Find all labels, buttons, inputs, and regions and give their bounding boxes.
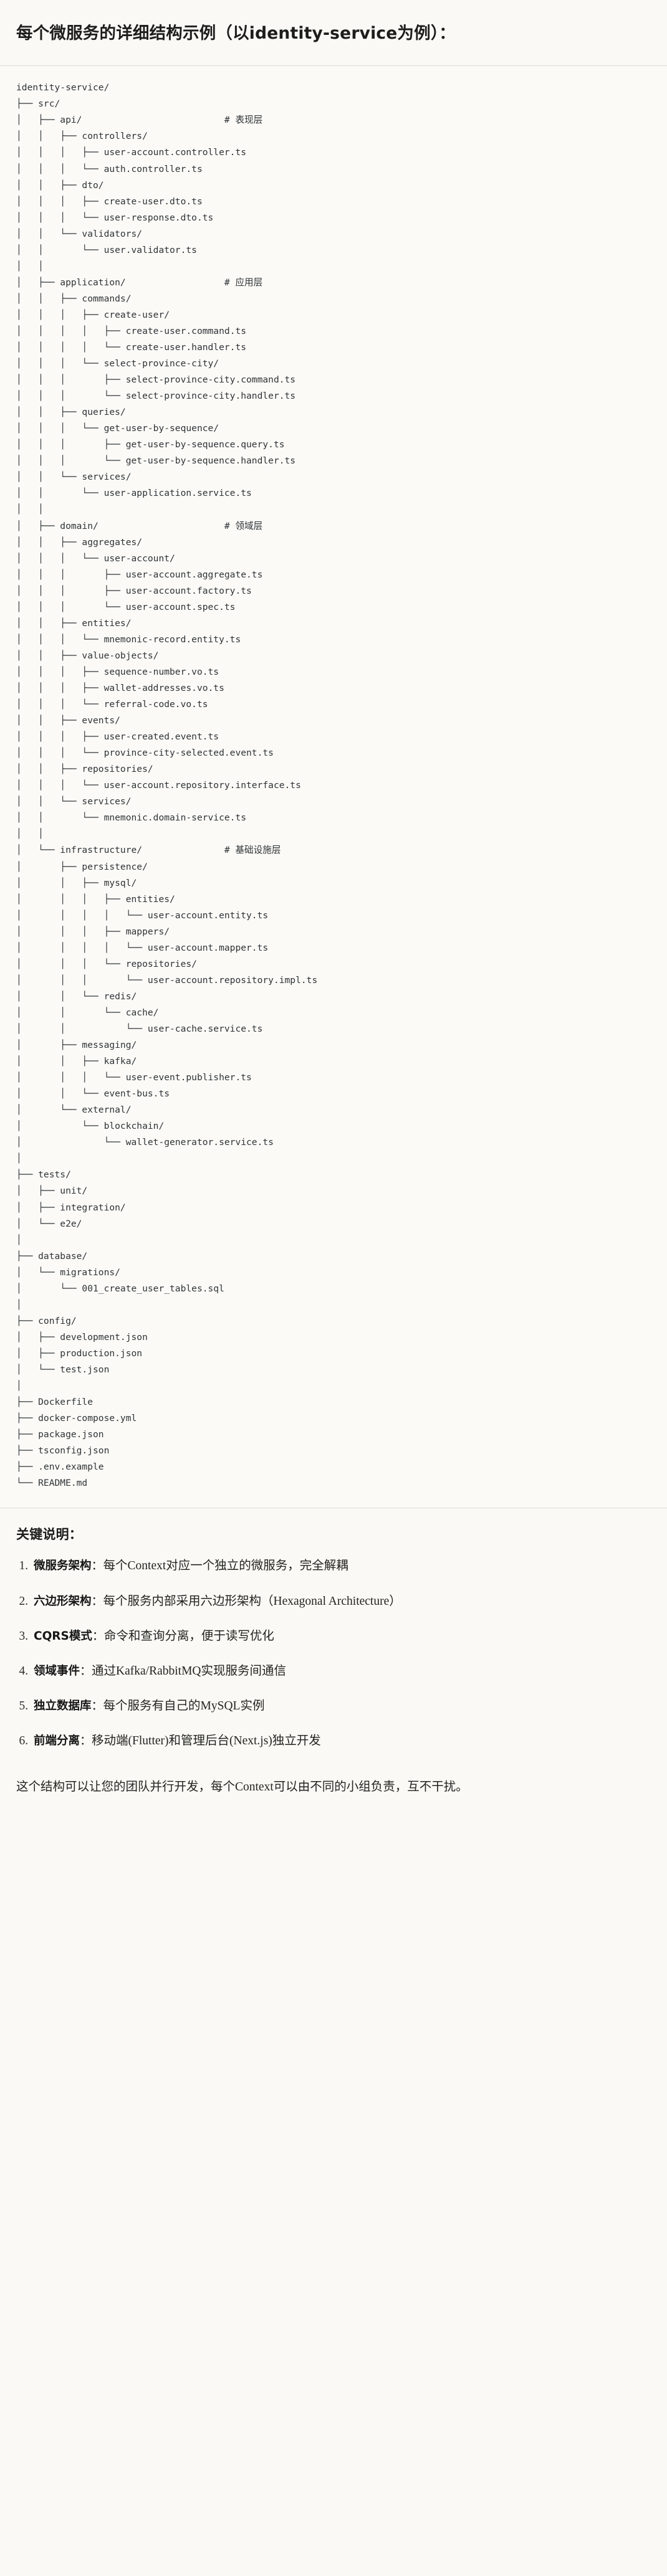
closing-paragraph: 这个结构可以让您的团队并行开发，每个Context可以由不同的小组负责，互不干扰… <box>16 1780 468 1794</box>
note-separator: ： <box>91 1594 103 1608</box>
key-notes-list: 微服务架构：每个Context对应一个独立的微服务，完全解耦 六边形架构：每个服… <box>16 1557 651 1751</box>
note-term: CQRS模式 <box>34 1629 92 1643</box>
note-term: 独立数据库 <box>34 1699 92 1713</box>
list-item: 前端分离：移动端(Flutter)和管理后台(Next.js)独立开发 <box>31 1732 651 1751</box>
list-item: CQRS模式：命令和查询分离，便于读写优化 <box>31 1627 651 1646</box>
note-description: 每个服务内部采用六边形架构（Hexagonal Architecture） <box>103 1594 401 1608</box>
list-item: 领域事件：通过Kafka/RabbitMQ实现服务间通信 <box>31 1662 651 1681</box>
directory-tree-block: identity-service/ ├── src/ │ ├── api/ # … <box>0 66 667 1508</box>
document-page: 每个微服务的详细结构示例（以identity-service为例）： ident… <box>0 11 667 2576</box>
note-separator: ： <box>91 1559 103 1573</box>
note-description: 命令和查询分离，便于读写优化 <box>103 1629 274 1643</box>
list-item: 独立数据库：每个服务有自己的MySQL实例 <box>31 1697 651 1716</box>
note-separator: ： <box>80 1734 92 1748</box>
note-term: 领域事件 <box>34 1665 80 1678</box>
divider-top <box>0 65 667 67</box>
directory-tree: identity-service/ ├── src/ │ ├── api/ # … <box>16 82 318 1489</box>
note-separator: ： <box>92 1629 104 1643</box>
list-item: 微服务架构：每个Context对应一个独立的微服务，完全解耦 <box>31 1557 651 1576</box>
note-term: 前端分离 <box>34 1734 80 1748</box>
note-term: 六边形架构 <box>34 1594 92 1608</box>
note-term: 微服务架构 <box>34 1559 92 1573</box>
list-item: 六边形架构：每个服务内部采用六边形架构（Hexagonal Architectu… <box>31 1592 651 1611</box>
note-separator: ： <box>91 1699 103 1713</box>
key-notes-title: 关键说明： <box>16 1527 82 1542</box>
page-title: 每个微服务的详细结构示例（以identity-service为例）： <box>16 23 456 43</box>
note-description: 通过Kafka/RabbitMQ实现服务间通信 <box>92 1665 287 1678</box>
note-description: 移动端(Flutter)和管理后台(Next.js)独立开发 <box>92 1734 321 1748</box>
note-separator: ： <box>80 1665 92 1678</box>
note-description: 每个Context对应一个独立的微服务，完全解耦 <box>103 1559 348 1573</box>
note-description: 每个服务有自己的MySQL实例 <box>103 1699 265 1713</box>
key-notes-section: 关键说明： 微服务架构：每个Context对应一个独立的微服务，完全解耦 六边形… <box>0 1508 667 1772</box>
